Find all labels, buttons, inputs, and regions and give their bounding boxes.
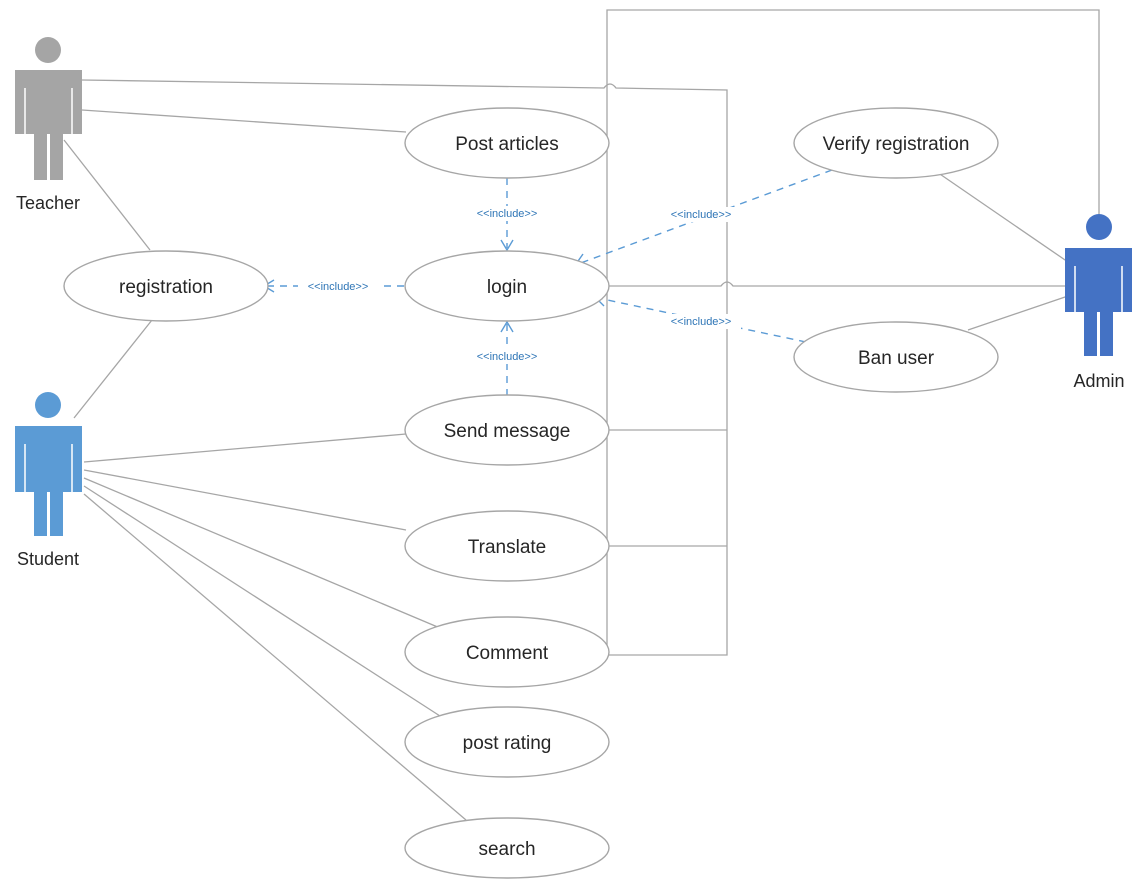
admin-verify-line [933,169,1069,263]
use-case-comment: Comment [404,616,610,688]
association-lines [63,9,1100,821]
include-label: <<include>> [477,351,538,363]
actor-label: Student [17,549,79,569]
use-cases: Post articles login registration Send me… [63,107,999,879]
use-case-login: login [404,250,610,322]
use-case-label: Post articles [455,134,558,155]
actor-admin: Admin [1065,214,1132,391]
student-send-message-line [83,433,407,463]
use-case-search: search [404,817,610,879]
actor-teacher: Teacher [15,37,82,213]
student-search-line [83,493,467,821]
use-case-ban-user: Ban user [793,321,999,393]
include-label: <<include>> [308,281,369,293]
use-case-verify-registration: Verify registration [793,107,999,179]
use-case-label: search [478,839,535,860]
use-case-send-message: Send message [404,394,610,466]
use-case-label: Comment [466,643,549,664]
student-figure-icon [15,392,82,536]
admin-figure-icon [1065,214,1132,356]
teacher-registration-line [63,139,151,251]
include-label: <<include>> [671,316,732,328]
teacher-figure-icon [15,37,82,180]
teacher-bus-line [81,79,728,656]
actor-label: Admin [1073,371,1124,391]
use-case-post-rating: post rating [404,706,610,778]
teacher-post-articles-line [81,109,407,133]
use-case-label: Translate [468,537,547,558]
admin-ban-line [967,295,1069,331]
actor-label: Teacher [16,193,80,213]
student-translate-line [83,469,407,531]
admin-login-line [607,281,1065,287]
use-case-label: Ban user [858,348,935,369]
use-case-label: registration [119,277,213,298]
use-case-label: Send message [444,421,571,442]
use-case-label: login [487,277,527,298]
student-post-rating-line [83,485,441,717]
include-arrowhead [500,320,514,333]
student-registration-line [73,319,153,419]
actor-student: Student [15,392,82,569]
admin-top-line [606,9,1100,655]
include-label: <<include>> [671,209,732,221]
include-label: <<include>> [477,208,538,220]
use-case-post-articles: Post articles [404,107,610,179]
use-case-registration: registration [63,250,269,322]
include-relations: <<include>> <<include>> <<include>> <<in… [262,169,833,396]
use-case-translate: Translate [404,510,610,582]
use-case-label: Verify registration [823,134,970,155]
include-arrowhead [500,239,514,252]
student-comment-line [83,477,441,629]
use-case-label: post rating [463,733,552,754]
